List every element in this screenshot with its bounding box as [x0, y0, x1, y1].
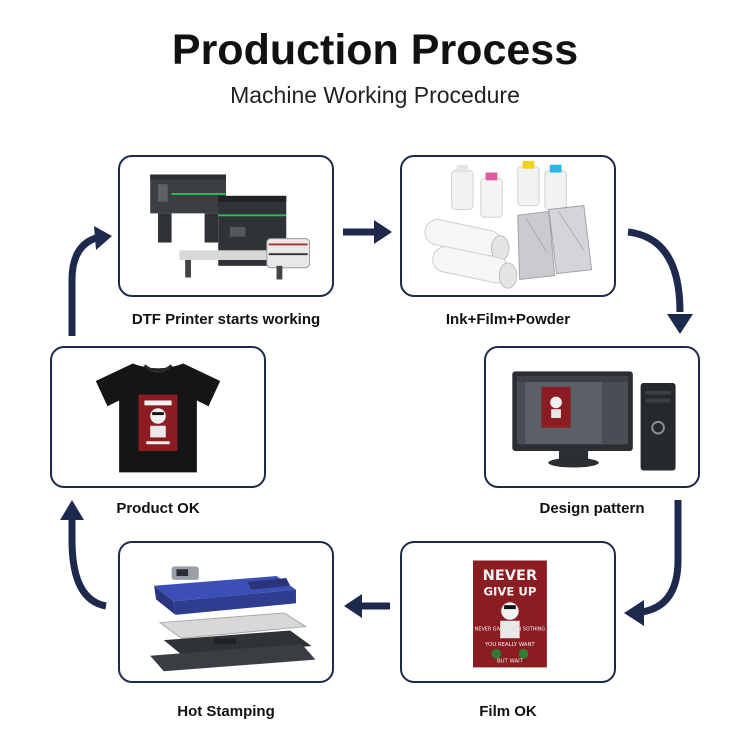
dtf-printer-image	[150, 174, 311, 280]
step-label-product-ok: Product OK	[116, 500, 200, 517]
step-card-ink-film-powder	[400, 155, 616, 297]
film-text-line4: YOU REALLY WANT	[484, 642, 535, 648]
step-card-film-ok: NEVER GIVE UP NEVER GIVE UP ON SOTHING Y…	[400, 541, 616, 683]
arrow-supplies-to-design	[627, 228, 693, 334]
step-card-hot-stamping	[118, 541, 334, 683]
film-text-give-up: GIVE UP	[483, 584, 536, 598]
step-label-design-pattern: Design pattern	[539, 500, 645, 517]
arrow-design-to-film	[624, 500, 682, 626]
step-label-film-ok: Film OK	[479, 703, 537, 720]
page-title: Production Process	[171, 26, 579, 74]
step-card-dtf-printer	[118, 155, 334, 297]
step-card-product-ok	[50, 346, 266, 488]
printed-film-image: NEVER GIVE UP NEVER GIVE UP ON SOTHING Y…	[473, 560, 547, 668]
step-label-hot-stamping: Hot Stamping	[177, 703, 275, 720]
arrow-product-to-printer	[68, 226, 112, 336]
computer-design-image	[512, 371, 676, 471]
ink-film-powder-image	[424, 160, 593, 289]
step-label-ink-film-powder: Ink+Film+Powder	[445, 311, 571, 328]
black-tshirt-image	[95, 363, 221, 473]
arrow-film-to-stamping	[344, 594, 390, 618]
page-subtitle: Machine Working Procedure	[230, 82, 520, 108]
heat-press-image	[150, 566, 316, 672]
arrow-printer-to-supplies	[343, 220, 392, 244]
film-text-line5: BUT WAIT	[497, 659, 524, 665]
step-label-dtf-printer: DTF Printer starts working	[131, 311, 321, 328]
step-card-design-pattern	[484, 346, 700, 488]
film-text-never: NEVER	[483, 567, 538, 584]
